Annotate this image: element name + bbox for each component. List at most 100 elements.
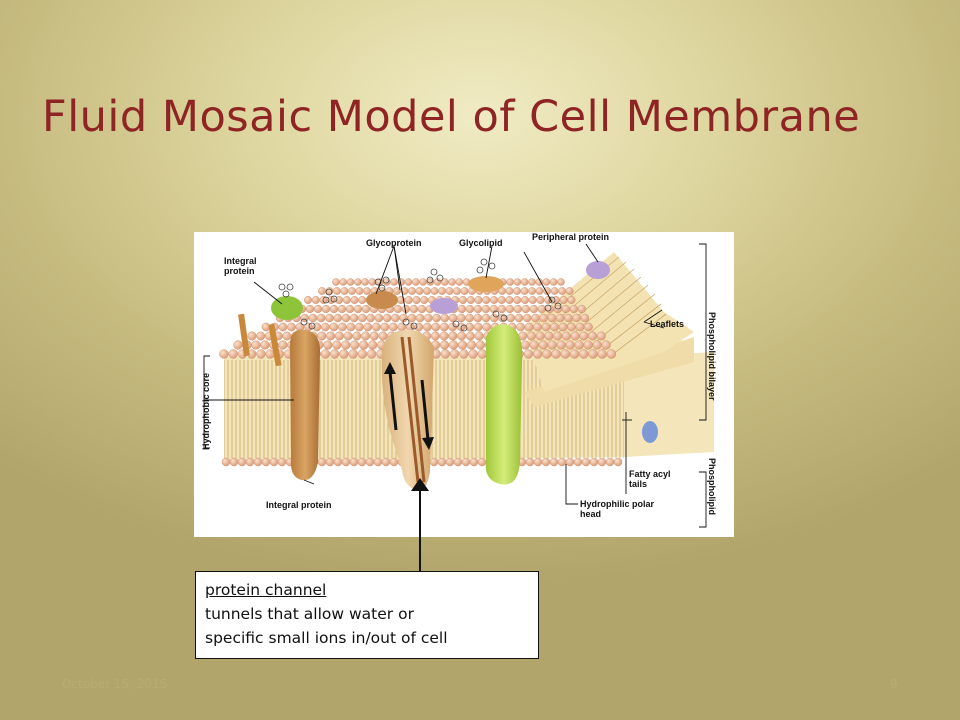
phospholipid-head bbox=[341, 340, 351, 350]
phospholipid-head bbox=[474, 296, 483, 304]
phospholipid-head bbox=[561, 331, 571, 341]
phospholipid-head bbox=[317, 457, 327, 467]
footer-date: October 15, 2015 bbox=[62, 677, 168, 691]
phospholipid-head bbox=[378, 331, 388, 341]
phospholipid-head bbox=[521, 304, 530, 314]
phospholipid-head bbox=[407, 313, 417, 323]
phospholipid-head bbox=[417, 304, 427, 314]
phospholipid-head bbox=[424, 313, 433, 323]
phospholipid-head bbox=[343, 331, 353, 341]
phospholipid-head bbox=[253, 457, 263, 467]
phospholipid-head bbox=[457, 304, 466, 314]
phospholipid-head bbox=[560, 349, 571, 359]
phospholipid-head bbox=[567, 322, 576, 332]
slide-title: Fluid Mosaic Model of Cell Membrane bbox=[42, 92, 861, 142]
phospholipid-head bbox=[415, 287, 424, 295]
phospholipid-head bbox=[473, 304, 482, 314]
phospholipid-head bbox=[361, 278, 369, 286]
phospholipid-head bbox=[481, 313, 491, 323]
leader-lines bbox=[203, 243, 707, 528]
phospholipid-head bbox=[282, 331, 292, 341]
phospholipid-head bbox=[489, 296, 498, 304]
phospholipid-head bbox=[363, 287, 371, 295]
phospholipid-head bbox=[455, 278, 464, 286]
phospholipid-head bbox=[305, 304, 315, 314]
phospholipid-head bbox=[439, 331, 449, 341]
label-phospholipid-bilayer: Phospholipid bilayer bbox=[707, 312, 717, 401]
phospholipid-head bbox=[363, 322, 373, 332]
phospholipid-head bbox=[523, 313, 532, 323]
phospholipid-head bbox=[366, 313, 375, 323]
phospholipid-head bbox=[545, 304, 554, 314]
phospholipid-head bbox=[409, 304, 419, 314]
phospholipid-head bbox=[547, 313, 557, 323]
phospholipid-head bbox=[366, 349, 377, 359]
phospholipid-head bbox=[278, 340, 288, 350]
phospholipid-head bbox=[555, 313, 565, 323]
phospholipid-head bbox=[541, 457, 551, 467]
phospholipid-head bbox=[430, 331, 440, 341]
phospholipid-head bbox=[525, 457, 535, 467]
phospholipid-head bbox=[457, 313, 466, 323]
phospholipid-head bbox=[584, 322, 593, 332]
phospholipid-head bbox=[365, 457, 375, 467]
phospholipid-head bbox=[549, 457, 559, 467]
phospholipid-head bbox=[277, 457, 287, 467]
phospholipid-head bbox=[559, 296, 568, 304]
phospholipid-head bbox=[505, 304, 514, 314]
phospholipid-head bbox=[520, 278, 529, 286]
phospholipid-head bbox=[247, 331, 257, 341]
label-phospholipid: Phospholipid bbox=[707, 458, 717, 515]
phospholipid-head bbox=[565, 340, 575, 350]
phospholipid-head bbox=[358, 313, 367, 323]
phospholipid-head bbox=[354, 278, 362, 286]
phospholipid-head bbox=[547, 340, 557, 350]
label-peripheral-protein: Peripheral protein bbox=[532, 232, 609, 242]
phospholipid-head bbox=[397, 322, 407, 332]
phospholipid-head bbox=[359, 340, 369, 350]
phospholipid-head bbox=[345, 304, 355, 314]
phospholipid-head bbox=[529, 304, 538, 314]
phospholipid-head bbox=[338, 322, 347, 332]
phospholipid-head bbox=[549, 278, 558, 286]
blue-protein bbox=[642, 421, 658, 443]
phospholipid-head bbox=[542, 349, 552, 359]
phospholipid-head bbox=[357, 457, 367, 467]
phospholipid-head bbox=[329, 349, 340, 359]
phospholipid-head bbox=[465, 322, 475, 332]
phospholipid-head bbox=[505, 296, 514, 304]
phospholipid-head bbox=[577, 304, 586, 314]
phospholipid-head bbox=[346, 278, 355, 286]
phospholipid-head bbox=[474, 331, 484, 341]
phospholipid-head bbox=[432, 313, 441, 323]
phospholipid-head bbox=[404, 278, 413, 286]
phospholipid-head bbox=[528, 296, 537, 304]
phospholipid-head bbox=[580, 313, 590, 323]
phospholipid-head bbox=[482, 296, 491, 304]
phospholipid-head bbox=[574, 340, 584, 350]
phospholipid-head bbox=[404, 296, 413, 304]
phospholipid-head bbox=[592, 340, 602, 350]
phospholipid-head bbox=[412, 296, 421, 304]
phospholipid-head bbox=[588, 349, 598, 359]
phospholipid-head bbox=[535, 331, 545, 341]
phospholipid-head bbox=[348, 287, 356, 295]
phospholipid-head bbox=[317, 331, 327, 341]
phospholipid-head bbox=[325, 457, 335, 467]
phospholipid-head bbox=[408, 287, 416, 295]
phospholipid-head bbox=[570, 331, 580, 341]
phospholipid-head bbox=[355, 322, 364, 332]
phospholipid-head bbox=[300, 313, 309, 323]
phospholipid-head bbox=[477, 457, 487, 467]
callout-line-1: tunnels that allow water or bbox=[205, 605, 414, 623]
channel-protein bbox=[381, 329, 434, 491]
phospholipid-head bbox=[565, 457, 575, 467]
phospholipid-head bbox=[419, 278, 427, 286]
phospholipid-head bbox=[569, 304, 578, 314]
callout-title: protein channel bbox=[205, 581, 327, 599]
phospholipid-head bbox=[393, 304, 403, 314]
phospholipid-head bbox=[536, 296, 545, 304]
